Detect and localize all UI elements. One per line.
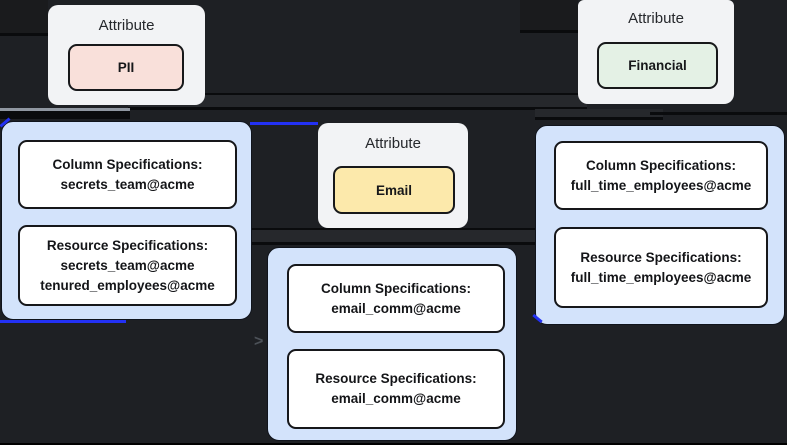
resource-spec-box[interactable]: Resource Specifications: full_time_emplo… xyxy=(554,227,768,308)
attribute-chip-email: Email xyxy=(333,166,455,214)
attribute-card-financial[interactable]: Attribute Financial xyxy=(578,0,734,104)
spec-value: tenured_employees@acme xyxy=(40,277,215,293)
spec-title: Resource Specifications: xyxy=(315,371,477,386)
spec-value: secrets_team@acme xyxy=(60,176,195,192)
edge-band-right xyxy=(535,109,663,120)
spec-value: full_time_employees@acme xyxy=(570,177,752,193)
attribute-chip-financial: Financial xyxy=(597,42,718,89)
spec-title: Column Specifications: xyxy=(52,156,203,172)
attribute-card-email[interactable]: Attribute Email xyxy=(318,123,468,228)
edge-band-middle xyxy=(250,228,537,245)
column-spec-box[interactable]: Column Specifications: full_time_employe… xyxy=(554,141,768,210)
resource-spec-box[interactable]: Resource Specifications: secrets_team@ac… xyxy=(18,225,237,306)
edge-shade-top-left xyxy=(0,0,48,33)
spec-title: Column Specifications: xyxy=(585,157,737,173)
spec-container-full-time-employees[interactable]: Column Specifications: full_time_employe… xyxy=(535,125,785,325)
edge-highlight-gap xyxy=(250,122,318,125)
edge-arrowhead-icon: > xyxy=(254,333,264,350)
spec-value: email_comm@acme xyxy=(331,300,461,316)
edge-line-gray-left xyxy=(0,108,130,111)
attribute-card-title: Attribute xyxy=(98,17,155,34)
spec-value: secrets_team@acme xyxy=(60,257,195,273)
attribute-card-pii[interactable]: Attribute PII xyxy=(48,5,205,105)
spec-container-secrets-team[interactable]: Column Specifications: secrets_team@acme… xyxy=(1,121,252,320)
edge-line-top-left xyxy=(0,33,48,36)
edge-shade-top-right xyxy=(520,0,578,30)
column-spec-box[interactable]: Column Specifications: secrets_team@acme xyxy=(18,140,237,209)
attribute-chip-label: PII xyxy=(117,60,135,75)
canvas-bottom-strip xyxy=(0,443,787,445)
spec-title: Resource Specifications: xyxy=(46,237,209,253)
attribute-chip-label: Email xyxy=(375,182,413,198)
resource-spec-box[interactable]: Resource Specifications: email_comm@acme xyxy=(287,349,505,429)
attribute-chip-label: Financial xyxy=(628,58,687,73)
edge-line-right xyxy=(650,112,787,115)
attribute-card-title: Attribute xyxy=(628,10,684,27)
spec-title: Column Specifications: xyxy=(320,280,472,296)
edge-highlight-bottom xyxy=(0,320,126,323)
attribute-chip-pii: PII xyxy=(68,44,184,91)
spec-value: email_comm@acme xyxy=(331,391,461,406)
spec-title: Resource Specifications: xyxy=(580,249,742,265)
spec-container-email-comm[interactable]: Column Specifications: email_comm@acme R… xyxy=(267,247,517,441)
edge-bundle-left xyxy=(0,111,130,119)
attribute-card-title: Attribute xyxy=(365,135,421,152)
spec-value: full_time_employees@acme xyxy=(570,269,752,285)
edge-line-top-right xyxy=(520,30,578,33)
edge-band-upper xyxy=(128,93,587,110)
column-spec-box[interactable]: Column Specifications: email_comm@acme xyxy=(287,264,505,333)
